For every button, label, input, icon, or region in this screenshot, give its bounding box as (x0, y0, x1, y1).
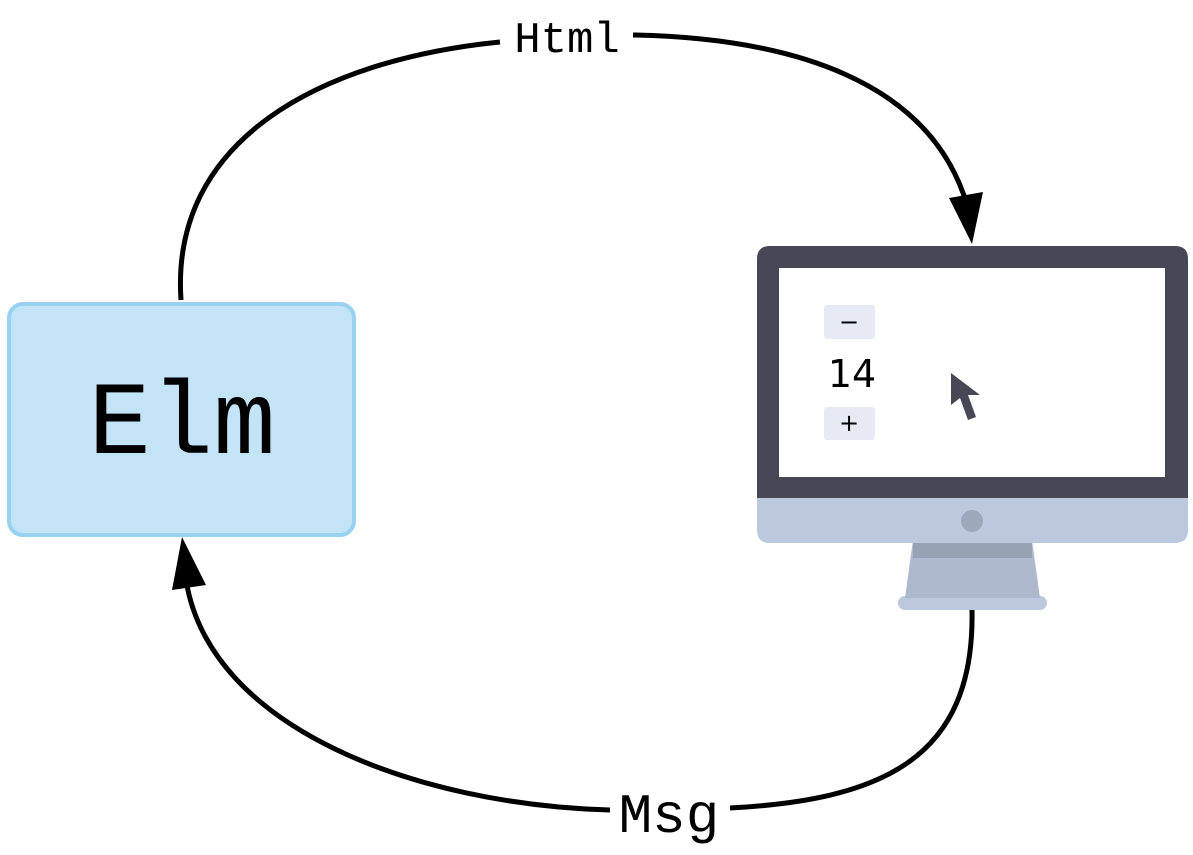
cursor-icon (951, 373, 980, 420)
html-edge-line (177, 32, 970, 301)
msg-edge-line (183, 579, 975, 813)
decrement-button-label: − (839, 308, 859, 336)
increment-button-label: + (839, 409, 859, 437)
monitor: − 14 + (757, 246, 1188, 610)
counter-app: − 14 + (824, 305, 876, 440)
msg-edge-label: Msg (619, 785, 720, 849)
monitor-screen (779, 268, 1165, 477)
increment-button[interactable] (824, 407, 875, 440)
html-arrowhead (949, 192, 983, 244)
count-value: 14 (828, 352, 876, 396)
monitor-camera (961, 510, 983, 532)
elm-node: Elm (7, 302, 356, 537)
msg-edge: Msg (172, 537, 975, 849)
elm-box (7, 302, 356, 537)
msg-arrowhead (172, 537, 206, 590)
html-edge: Html (177, 16, 983, 301)
monitor-stand-base (898, 596, 1047, 610)
monitor-stand-shadow (913, 540, 1032, 558)
decrement-button[interactable] (824, 305, 875, 339)
elm-label: Elm (88, 367, 275, 485)
html-edge-label: Html (514, 16, 620, 66)
